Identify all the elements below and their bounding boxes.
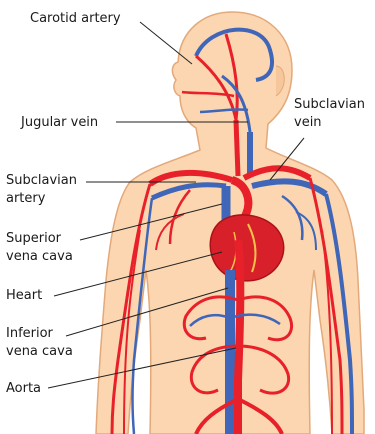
label-heart: Heart — [6, 287, 42, 304]
descending-aorta — [238, 240, 240, 434]
label-aorta: Aorta — [6, 380, 41, 397]
label-superior-vena-cava-line2: vena cava — [6, 248, 73, 265]
label-inferior-vena-cava-line2: vena cava — [6, 343, 73, 360]
carotid-artery — [236, 120, 238, 176]
label-inferior-vena-cava-line1: Inferior — [6, 325, 53, 342]
label-jugular-vein: Jugular vein — [21, 114, 98, 131]
label-subclavian-artery-line2: artery — [6, 190, 45, 207]
label-subclavian-vein-line2: vein — [294, 114, 322, 131]
label-subclavian-artery-line1: Subclavian — [6, 172, 77, 189]
heart-shape — [210, 215, 283, 281]
label-subclavian-vein-line1: Subclavian — [294, 96, 365, 113]
label-superior-vena-cava-line1: Superior — [6, 230, 61, 247]
label-carotid-artery: Carotid artery — [30, 10, 121, 27]
